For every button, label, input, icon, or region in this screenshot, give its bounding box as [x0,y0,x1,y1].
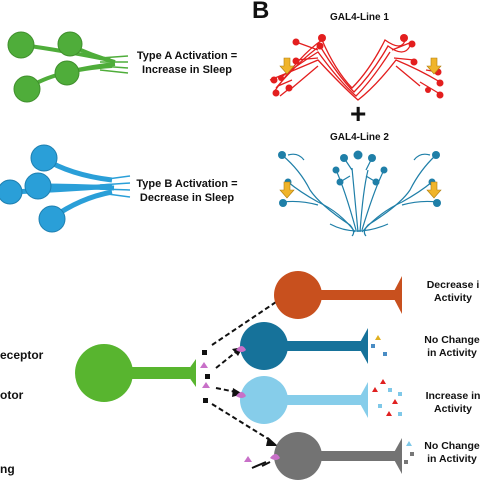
arrow-down-icon [279,181,295,199]
neuron4-outcome-line2: in Activity [427,453,477,466]
target-neuron-2 [236,322,368,370]
target-neuron-4 [244,432,402,480]
type-a-line2: Increase in Sleep [142,63,232,76]
gal4-arrows [279,57,442,199]
gal4-line2-neurons [281,153,438,237]
type-a-line1: Type A Activation = [136,50,238,62]
neuron3-outcome-line1: Increase in [425,390,480,402]
gal4-line1-neurons [269,39,441,101]
type-b-line1: Type B Activation = [136,178,238,190]
neuron2-outcome-line1: No Change [424,334,480,346]
target-neuron-3 [236,376,368,424]
type-a-label: Type A Activation = Increase in Sleep [126,50,248,78]
gal4-line1-somata [270,34,444,99]
neuron3-outcome-line2: Activity [434,403,472,416]
neuron4-outcome-line1: No Change [424,440,480,452]
type-b-neuron-cluster [0,144,131,233]
neuron3-outcome: Increase in Activity [418,390,480,416]
gal4-line1-title: GAL4-Line 1 [330,12,389,23]
gal4-line2-title: GAL4-Line 2 [330,132,389,143]
gal4-plus-sign: + [350,98,367,129]
type-a-neuron-cluster [7,31,129,103]
released-molecules [371,335,414,464]
neuron1-outcome-line1: Decrease i [426,279,480,291]
type-b-line2: Decrease in Sleep [139,191,235,204]
neurotransmitter-molecules [200,350,210,403]
arrow-down-icon [426,57,442,75]
solid-arrows [251,461,271,469]
arrow-down-icon [426,181,442,199]
bottom-left-text1: eceptor [0,348,44,362]
neuron1-outcome: Decrease i Activity [418,279,480,305]
neuron1-outcome-line2: Activity [434,292,472,305]
neuron2-outcome: No Change in Activity [416,334,480,360]
target-neuron-1 [274,271,402,319]
panel-b-letter: B [252,0,270,24]
neuron2-outcome-line2: in Activity [427,347,477,360]
bottom-left-text2: otor [0,388,24,402]
neuron4-outcome: No Change in Activity [416,440,480,466]
arrow-down-icon [279,57,295,75]
bottom-left-text3: ng [0,462,15,476]
type-b-label: Type B Activation = Decrease in Sleep [126,178,248,206]
source-neuron [75,344,196,402]
